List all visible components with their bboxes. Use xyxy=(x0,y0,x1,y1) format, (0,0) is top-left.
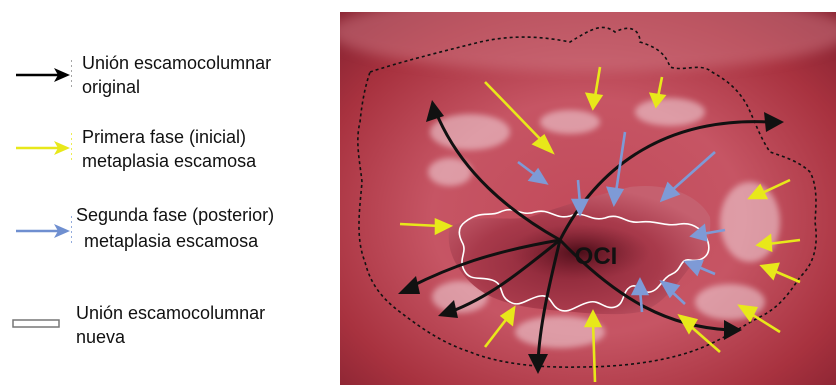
legend-label-second-phase-line1: Segunda fase (posterior) xyxy=(76,204,274,226)
legend-item-first-phase: Primera fase (inicial) metaplasia escamo… xyxy=(0,100,340,190)
legend-item-original-scj: Unión escamocolumnar original xyxy=(0,0,340,100)
legend-item-new-scj: Unión escamocolumnar nueva xyxy=(0,280,340,385)
black-arrow-icon xyxy=(14,60,72,90)
legend-label-second-phase-line2: metaplasia escamosa xyxy=(84,230,258,252)
cervix-diagram: OCI xyxy=(340,12,836,385)
blue-arrow-icon xyxy=(14,216,72,246)
legend-label-original-scj-line1: Unión escamocolumnar xyxy=(82,52,271,74)
legend-label-original-scj-line2: original xyxy=(82,76,140,98)
legend-label-first-phase-line2: metaplasia escamosa xyxy=(82,150,256,172)
white-line-icon xyxy=(12,318,62,330)
center-label-oci: OCI xyxy=(575,243,618,270)
legend-label-new-scj-line2: nueva xyxy=(76,326,125,348)
legend-label-first-phase-line1: Primera fase (inicial) xyxy=(82,126,246,148)
cervix-diagram-svg: OCI xyxy=(340,12,836,385)
legend-label-new-scj-line1: Unión escamocolumnar xyxy=(76,302,265,324)
legend: Unión escamocolumnar original Primera fa… xyxy=(0,0,340,385)
yellow-arrow-icon xyxy=(14,133,72,163)
legend-item-second-phase: Segunda fase (posterior) metaplasia esca… xyxy=(0,190,340,280)
